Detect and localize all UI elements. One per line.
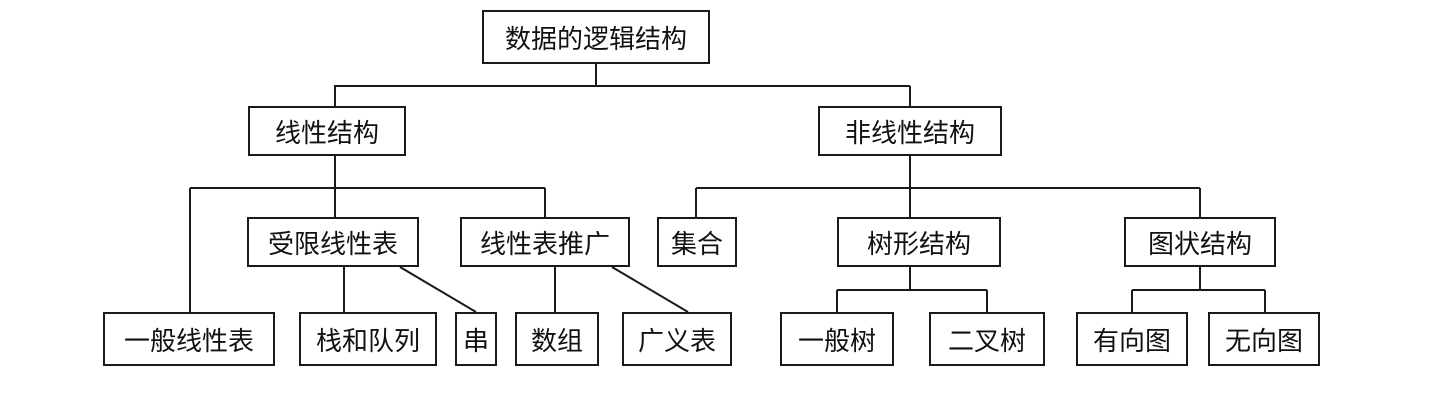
node-restricted-linear-list: 受限线性表 (247, 217, 419, 267)
node-linear-structure: 线性结构 (248, 106, 406, 156)
node-graph-structure: 图状结构 (1124, 217, 1276, 267)
node-root-logical-structure: 数据的逻辑结构 (482, 10, 710, 64)
node-generalized-list: 广义表 (622, 312, 732, 366)
node-binary-tree: 二叉树 (929, 312, 1045, 366)
node-tree-structure: 树形结构 (837, 217, 1001, 267)
node-stack-and-queue: 栈和队列 (299, 312, 437, 366)
connector-to-string (399, 266, 477, 313)
node-nonlinear-structure: 非线性结构 (818, 106, 1002, 156)
node-directed-graph: 有向图 (1076, 312, 1188, 366)
node-string: 串 (455, 312, 497, 366)
node-general-linear-list: 一般线性表 (103, 312, 275, 366)
connector-to-generalized-list (611, 266, 689, 313)
node-set: 集合 (657, 217, 737, 267)
node-generalized-linear-list: 线性表推广 (460, 217, 630, 267)
connector-root (334, 64, 597, 106)
node-undirected-graph: 无向图 (1208, 312, 1320, 366)
node-array: 数组 (515, 312, 599, 366)
node-general-tree: 一般树 (780, 312, 894, 366)
